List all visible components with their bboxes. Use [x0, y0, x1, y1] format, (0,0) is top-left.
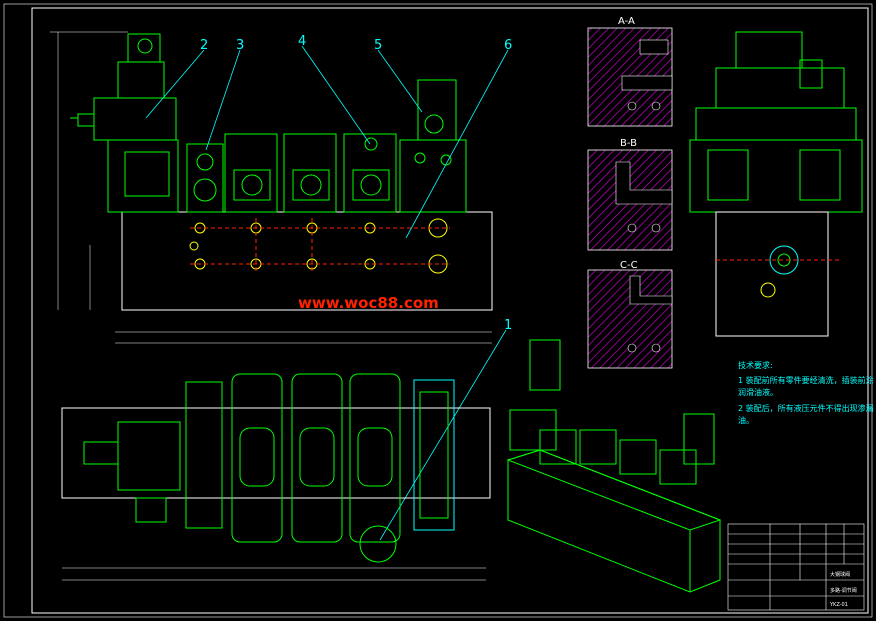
notes-line-1b: 润滑油液。	[738, 387, 778, 397]
callout-2: 2	[200, 38, 208, 53]
title-block	[727, 523, 865, 611]
front-view	[50, 31, 509, 541]
title-block-name: 大钢球阀	[830, 571, 850, 578]
side-view	[689, 31, 863, 337]
callout-5: 5	[374, 38, 382, 53]
section-label-b: B-B	[620, 138, 637, 149]
callout-3: 3	[236, 38, 244, 53]
isometric-view	[506, 339, 722, 593]
section-label-c: C-C	[620, 260, 638, 271]
notes-line-2a: 2 装配后，所有液压元件不得出现渗漏	[738, 403, 874, 413]
notes-line-2b: 油。	[738, 415, 754, 425]
top-view	[61, 373, 491, 581]
title-block-code: YKZ-01	[829, 602, 848, 608]
callout-6: 6	[504, 38, 512, 53]
technical-notes: 技术要求: 1 装配前所有零件要经清洗，插装前涂 润滑油液。 2 装配后，所有液…	[738, 360, 874, 425]
notes-title: 技术要求:	[738, 360, 773, 370]
section-views	[587, 27, 673, 369]
watermark: www.woc88.com	[298, 294, 439, 312]
section-label-a: A-A	[618, 16, 635, 27]
callout-4: 4	[298, 34, 306, 49]
callout-1: 1	[504, 318, 512, 333]
sheet-border	[3, 3, 873, 618]
notes-line-1a: 1 装配前所有零件要经清洗，插装前涂	[738, 375, 874, 385]
title-block-sub: 多路-调节阀	[830, 587, 857, 594]
